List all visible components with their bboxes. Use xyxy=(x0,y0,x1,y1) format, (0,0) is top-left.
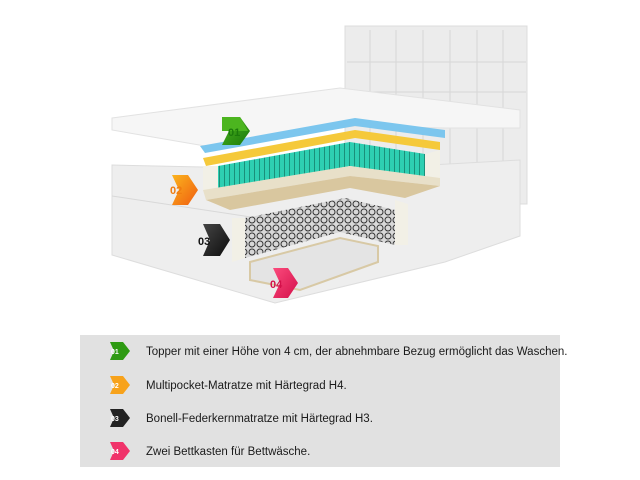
legend-text: Zwei Bettkasten für Bettwäsche. xyxy=(146,446,311,458)
marker-02: 02 xyxy=(170,175,198,205)
svg-text:03: 03 xyxy=(111,416,119,423)
svg-text:02: 02 xyxy=(170,185,182,197)
legend-text: Topper mit einer Höhe von 4 cm, der abne… xyxy=(146,346,568,358)
legend-text: Multipocket-Matratze mit Härtegrad H4. xyxy=(146,380,347,392)
marker-04: 04 xyxy=(270,268,298,298)
badge-02-icon: 02 xyxy=(110,376,130,394)
svg-text:04: 04 xyxy=(111,449,119,456)
boxspring-bed-illustration: 01 02 03 04 xyxy=(111,25,528,304)
badge-01-icon: 01 xyxy=(110,342,130,360)
bonell-spring-layer xyxy=(245,198,395,258)
legend-text: Bonell-Federkernmatratze mit Härtegrad H… xyxy=(146,413,373,425)
badge-03-icon: 03 xyxy=(110,409,130,427)
pocket-spring-layer xyxy=(218,142,425,190)
svg-text:01: 01 xyxy=(111,349,119,356)
marker-03: 03 xyxy=(198,224,230,256)
marker-01: 01 xyxy=(222,117,250,145)
svg-text:01: 01 xyxy=(228,127,240,139)
features-legend: 01 Topper mit einer Höhe von 4 cm, der a… xyxy=(80,335,567,467)
svg-text:04: 04 xyxy=(270,279,283,291)
svg-text:03: 03 xyxy=(198,236,210,248)
badge-04-icon: 04 xyxy=(110,442,130,460)
svg-text:02: 02 xyxy=(111,383,119,390)
topper-surface xyxy=(111,87,521,147)
